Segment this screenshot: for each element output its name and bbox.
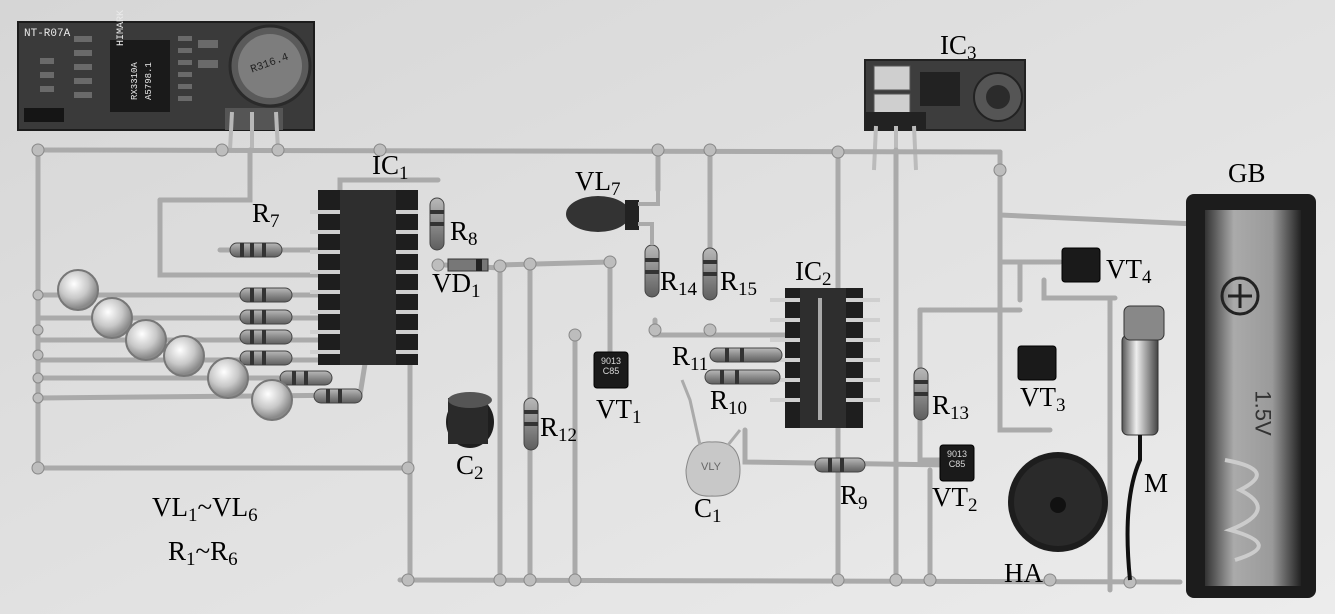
label-r9: R9: [840, 480, 868, 514]
transistors: [593, 247, 1101, 482]
module-code-text: A5798.1: [144, 62, 154, 100]
label-vt1: VT1: [596, 394, 642, 428]
leds-vl1-vl6: [57, 269, 293, 421]
module-part-text: RX3310A: [130, 62, 140, 100]
rf-receiver-module: [17, 21, 315, 151]
label-r13: R13: [932, 390, 970, 424]
label-ha: HA: [1004, 558, 1043, 588]
label-m: M: [1144, 468, 1169, 498]
label-ic3: IC3: [940, 30, 977, 64]
label-r10: R10: [710, 385, 748, 419]
ic1-chip: [310, 190, 418, 365]
battery-voltage-text: 1.5V: [1250, 390, 1276, 436]
label-r14: R14: [660, 266, 698, 300]
module-model-text: NT-R07A: [24, 28, 71, 40]
capacitor-c2: [446, 392, 494, 448]
led-vl7: [566, 190, 660, 245]
c1-marking: VLY: [701, 461, 721, 473]
battery-holder-gb: [1186, 194, 1316, 598]
label-vl1-vl6: VL1~VL6: [152, 492, 258, 526]
label-r11: R11: [672, 341, 709, 375]
label-vt3: VT3: [1020, 382, 1066, 416]
label-r8: R8: [450, 216, 478, 250]
capacitor-c1: [680, 379, 742, 497]
ic2-chip: [770, 288, 880, 428]
label-r15: R15: [720, 266, 758, 300]
label-vt2: VT2: [932, 482, 978, 516]
label-ic2: IC2: [795, 256, 832, 290]
vt2-marking: 9013 C85: [946, 449, 968, 469]
module-brand-text: HIMARK: [116, 9, 127, 46]
label-ic1: IC1: [372, 150, 409, 184]
label-vd1: VD1: [432, 268, 481, 302]
label-r7: R7: [252, 198, 280, 232]
motor-m: [1121, 305, 1165, 581]
vt1-marking: 9013 C85: [600, 356, 622, 376]
label-r1-r6: R1~R6: [168, 536, 238, 570]
label-c1: C1: [694, 493, 722, 527]
label-gb: GB: [1228, 158, 1266, 188]
label-vt4: VT4: [1106, 254, 1152, 288]
resistors: [229, 197, 929, 473]
label-c2: C2: [456, 450, 484, 484]
ic3-module: [864, 59, 1026, 171]
label-vl7: VL7: [575, 166, 621, 200]
buzzer-ha: [1008, 452, 1108, 552]
label-r12: R12: [540, 412, 578, 446]
